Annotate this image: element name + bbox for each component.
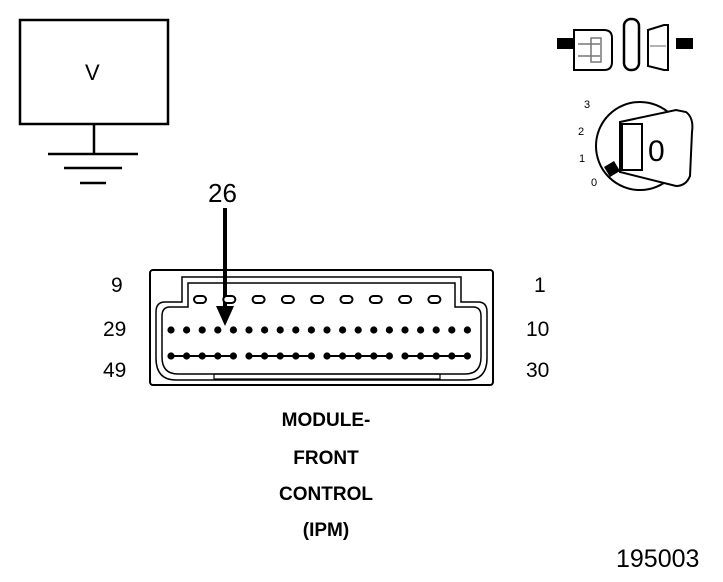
connector-pin bbox=[229, 352, 237, 360]
connector-pin bbox=[448, 326, 456, 334]
voltmeter-label: V bbox=[85, 60, 100, 85]
connector-pin bbox=[292, 352, 300, 360]
connector-pin bbox=[323, 326, 331, 334]
connector-slot bbox=[368, 295, 383, 304]
connector-pin bbox=[198, 326, 206, 334]
ignition-position-3: 3 bbox=[584, 99, 591, 111]
connector-slot bbox=[310, 295, 325, 304]
connector-pin bbox=[401, 352, 409, 360]
pointer-pin-label: 26 bbox=[208, 178, 237, 208]
connector-pin bbox=[370, 326, 378, 334]
ignition-position-0: 0 bbox=[591, 177, 598, 189]
connector-pin bbox=[198, 352, 206, 360]
connector-pin bbox=[417, 326, 425, 334]
connector-pin-row-middle bbox=[167, 326, 471, 334]
connector-pin bbox=[214, 352, 222, 360]
connector-pin bbox=[339, 326, 347, 334]
connector-pin bbox=[354, 326, 362, 334]
ground-icon bbox=[48, 124, 138, 185]
module-name-line-1: MODULE- bbox=[281, 410, 371, 431]
connector-pin bbox=[463, 352, 471, 360]
connector-pin bbox=[183, 352, 191, 360]
pin-pointer-arrow bbox=[216, 208, 234, 326]
ignition-key-label: 0 bbox=[648, 135, 665, 168]
connector-pin bbox=[261, 326, 269, 334]
ignition-switch-icon bbox=[595, 101, 694, 191]
connector-pin bbox=[432, 326, 440, 334]
connector-slot bbox=[427, 295, 442, 304]
pin-label-mid-right: 10 bbox=[526, 318, 550, 341]
connector-pin bbox=[214, 326, 222, 334]
connector-pin bbox=[307, 352, 315, 360]
disconnected-connector-icon bbox=[557, 17, 693, 72]
pin-label-bottom-left: 49 bbox=[103, 359, 127, 382]
connector-pin bbox=[276, 326, 284, 334]
connector-pin bbox=[229, 326, 237, 334]
connector-pin bbox=[417, 352, 425, 360]
connector-pin bbox=[307, 326, 315, 334]
ignition-position-1: 1 bbox=[579, 153, 586, 165]
connector-pin bbox=[354, 352, 362, 360]
connector-body bbox=[149, 269, 494, 386]
connector-pin bbox=[276, 352, 284, 360]
connector-slot bbox=[280, 295, 295, 304]
connector-pin bbox=[401, 326, 409, 334]
connector-pin bbox=[339, 352, 347, 360]
connector-slot bbox=[193, 295, 207, 304]
connector-pin bbox=[183, 326, 191, 334]
connector-slot bbox=[339, 295, 354, 304]
pin-label-bottom-right: 30 bbox=[526, 359, 550, 382]
connector-slot bbox=[222, 295, 237, 304]
pin-label-top-right: 1 bbox=[534, 274, 546, 297]
connector-pin bbox=[167, 326, 175, 334]
connector-pin bbox=[385, 352, 393, 360]
connector-pin bbox=[245, 352, 253, 360]
connector-pin bbox=[370, 352, 378, 360]
module-name-line-3: CONTROL bbox=[279, 484, 373, 505]
voltmeter-icon bbox=[18, 18, 170, 126]
connector-slot bbox=[251, 295, 266, 304]
pin-label-top-left: 9 bbox=[111, 274, 123, 297]
connector-slot bbox=[398, 295, 413, 304]
connector-pin bbox=[167, 352, 175, 360]
module-name-line-2: FRONT bbox=[293, 448, 359, 469]
connector-slot-row bbox=[193, 295, 442, 304]
connector-pin bbox=[448, 352, 456, 360]
module-name-line-4: (IPM) bbox=[302, 520, 350, 541]
figure-id: 195003 bbox=[616, 545, 700, 573]
connector-pin bbox=[323, 352, 331, 360]
connector-pin bbox=[463, 326, 471, 334]
pin-label-mid-left: 29 bbox=[103, 318, 127, 341]
connector-pin bbox=[292, 326, 300, 334]
ignition-position-2: 2 bbox=[578, 126, 585, 138]
connector-pin bbox=[432, 352, 440, 360]
connector-pin bbox=[261, 352, 269, 360]
connector-pin bbox=[385, 326, 393, 334]
connector-pin bbox=[245, 326, 253, 334]
connector-pin-row-bottom bbox=[167, 352, 471, 360]
